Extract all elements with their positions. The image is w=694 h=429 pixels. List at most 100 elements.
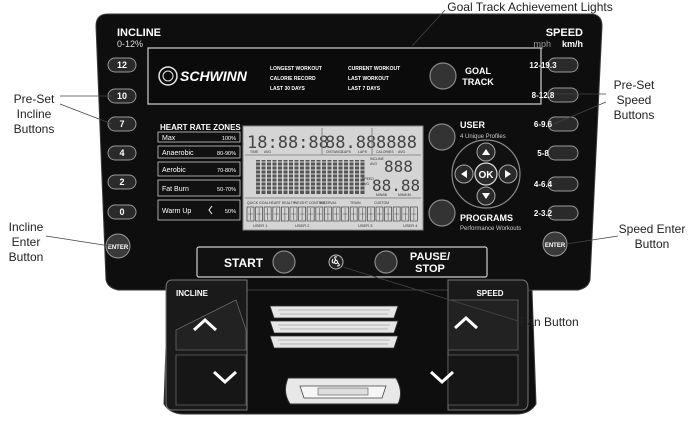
speed-unit-mph: mph bbox=[533, 39, 551, 49]
lcd-matrix-segment bbox=[359, 208, 365, 220]
lcd-matrix-segment bbox=[291, 208, 296, 220]
incline-preset-button-0[interactable] bbox=[107, 204, 137, 220]
callout-preset-speed-1: Pre-Set bbox=[613, 78, 655, 92]
lcd-profile-bar bbox=[272, 160, 277, 194]
lcd-matrix-segment bbox=[394, 208, 400, 220]
incline-preset-button-4[interactable] bbox=[107, 145, 137, 161]
lcd-profile-bar bbox=[283, 160, 288, 194]
lcd-profile-bar bbox=[349, 160, 354, 194]
lcd-matrix-cell bbox=[401, 206, 410, 222]
hr-zone-name-1: Anaerobic bbox=[162, 150, 194, 157]
user-label: USER bbox=[460, 120, 486, 130]
start-label: START bbox=[224, 256, 264, 270]
speed-preset-button-3[interactable] bbox=[547, 145, 579, 161]
lcd-label-hr-0: INCLINE bbox=[370, 157, 384, 161]
ok-button[interactable] bbox=[474, 162, 498, 186]
hr-zone-pct-1: 80-90% bbox=[217, 151, 236, 157]
lcd-label-2-0: DISTANCE bbox=[326, 150, 344, 154]
lcd-profile-bar bbox=[338, 160, 343, 194]
programs-button[interactable] bbox=[428, 199, 456, 227]
brand-logo: SCHWINN bbox=[180, 68, 248, 84]
lcd-program-label-0: QUICK GOAL bbox=[247, 201, 269, 205]
goal-track-button[interactable] bbox=[429, 62, 457, 90]
fan-icon bbox=[331, 256, 340, 267]
incline-down-button[interactable] bbox=[175, 354, 247, 406]
speed-preset-button-5[interactable] bbox=[547, 205, 579, 221]
lcd-matrix-segment bbox=[385, 208, 391, 220]
lcd-profile-bar bbox=[305, 160, 310, 194]
lcd-profile-bar bbox=[360, 160, 365, 194]
user-button[interactable] bbox=[428, 123, 456, 151]
record-right-1: LAST WORKOUT bbox=[348, 76, 389, 82]
incline-rocker-label: INCLINE bbox=[176, 289, 209, 298]
speed-preset-button-4[interactable] bbox=[547, 176, 579, 192]
lcd-program-label-3: INTERVAL bbox=[320, 201, 337, 205]
speed-down-button[interactable] bbox=[447, 354, 519, 406]
lcd-profile-bar bbox=[322, 160, 326, 194]
hr-zone-0 bbox=[157, 131, 241, 143]
speed-preset-button-0[interactable] bbox=[547, 57, 579, 73]
lcd-profile-bar bbox=[278, 160, 282, 194]
lcd-digits-calories: 8888 bbox=[376, 133, 417, 153]
speed-preset-button-1[interactable] bbox=[547, 87, 579, 103]
lcd-matrix-segment bbox=[377, 208, 382, 220]
incline-preset-button-12[interactable] bbox=[107, 57, 137, 73]
lcd-matrix-segment bbox=[402, 208, 408, 220]
schwinn-emblem bbox=[158, 66, 178, 86]
incline-enter-button[interactable] bbox=[105, 233, 131, 259]
lcd-label-hr-1: AVG bbox=[370, 162, 377, 166]
speed-preset-label-1: 8-12.8 bbox=[532, 91, 555, 100]
lcd-matrix-segment bbox=[334, 208, 339, 220]
hr-zone-name-4: Warm Up bbox=[162, 208, 191, 215]
lcd-program-label-4: TRAIN bbox=[350, 201, 361, 205]
lcd-profile-bar bbox=[327, 160, 332, 194]
speed-enter-label: ENTER bbox=[545, 243, 566, 249]
record-right-0: CURRENT WORKOUT bbox=[348, 66, 400, 72]
lcd-matrix-cell bbox=[280, 206, 289, 222]
lcd-profile-bars bbox=[256, 160, 365, 194]
lcd-matrix-segment bbox=[316, 208, 322, 220]
fan-vents bbox=[269, 305, 399, 349]
incline-range: 0-12% bbox=[117, 39, 143, 49]
lcd-matrix-cell bbox=[315, 206, 324, 222]
pause-stop-button[interactable] bbox=[374, 250, 398, 274]
record-right-2: LAST 7 DAYS bbox=[348, 86, 381, 92]
lcd-profile-bar bbox=[355, 160, 359, 194]
hr-zone-2 bbox=[157, 161, 241, 177]
start-button[interactable] bbox=[272, 250, 296, 274]
lcd-matrix-cell bbox=[255, 206, 264, 222]
lcd-label-2-2: LAPS bbox=[358, 150, 368, 154]
hr-zone-pct-3: 50-70% bbox=[217, 187, 236, 193]
speed-up-button[interactable] bbox=[447, 299, 519, 351]
incline-preset-button-2[interactable] bbox=[107, 174, 137, 190]
callout-speed-enter-2: Button bbox=[634, 237, 670, 251]
speed-preset-button-2[interactable] bbox=[547, 116, 579, 132]
lcd-label-3-0: CALORIES bbox=[376, 150, 394, 154]
lcd-profile-bar bbox=[311, 160, 315, 194]
up-arrow-icon bbox=[482, 149, 490, 155]
pause-stop-label-2: STOP bbox=[415, 263, 445, 275]
lcd-profile-bar bbox=[256, 160, 260, 194]
lcd-matrix-segment bbox=[411, 208, 417, 220]
hr-zone-pct-2: 70-80% bbox=[217, 168, 236, 174]
callout-preset-incline-3: Buttons bbox=[13, 122, 55, 136]
records-right: CURRENT WORKOUT LAST WORKOUT LAST 7 DAYS bbox=[348, 66, 400, 92]
lcd-matrix-segment bbox=[351, 208, 357, 220]
speed-preset-label-2: 6-9.6 bbox=[534, 120, 553, 129]
lcd-matrix-cell bbox=[358, 206, 367, 222]
records-panel bbox=[147, 47, 542, 105]
incline-preset-label-10: 10 bbox=[117, 91, 127, 101]
hr-zone-1 bbox=[157, 145, 241, 159]
lcd-matrix-cell bbox=[289, 206, 298, 222]
lcd-user-label-3: USER 4 bbox=[403, 223, 418, 228]
callout-preset-incline-2: Incline bbox=[16, 107, 52, 121]
incline-preset-button-7[interactable] bbox=[107, 116, 137, 132]
incline-enter-label: ENTER bbox=[108, 245, 129, 251]
user-sub-label: 4 Unique Profiles bbox=[460, 134, 506, 140]
lcd-matrix-segment bbox=[325, 208, 331, 220]
lcd-label-speed-1: AVG bbox=[362, 182, 369, 186]
